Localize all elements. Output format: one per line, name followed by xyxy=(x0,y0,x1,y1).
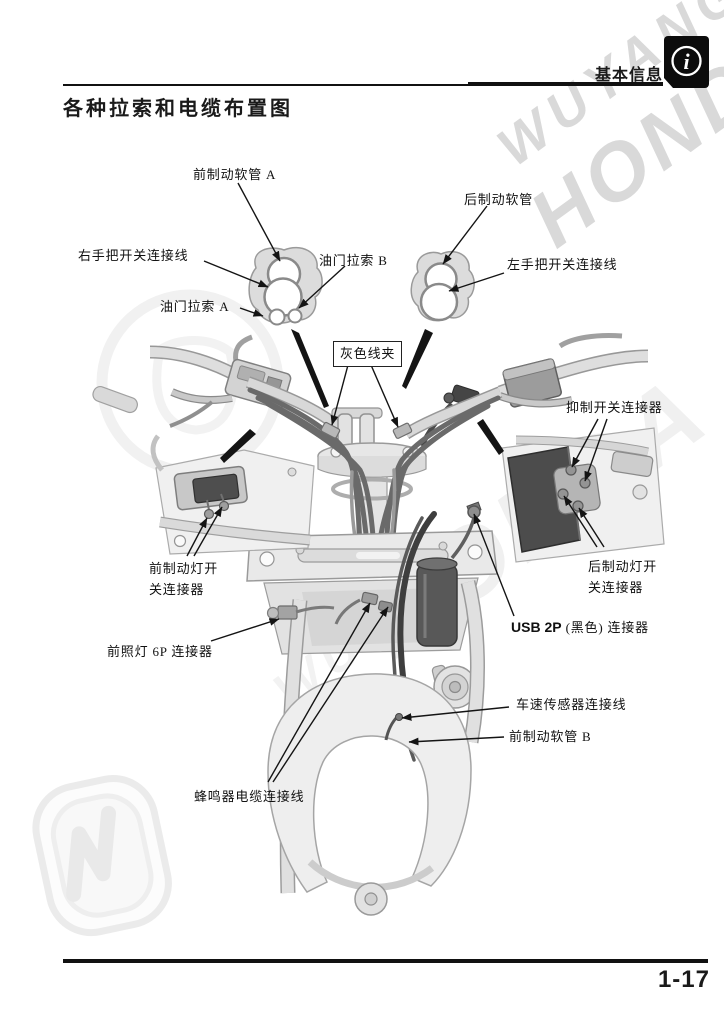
right-switch-housing-assembly xyxy=(419,333,649,448)
label-throttle-cable-a: 油门拉索 A xyxy=(160,299,230,314)
label-buzzer-cable-wire: 蜂鸣器电缆连接线 xyxy=(194,789,305,804)
arrow-usb-2p xyxy=(473,513,515,617)
left-switch-housing-assembly xyxy=(149,334,292,428)
label-right-handlebar-switch-wire: 右手把开关连接线 xyxy=(78,248,189,263)
arrow-buzzer-2 xyxy=(272,606,389,783)
arrow-rear-brake-hose xyxy=(442,205,488,265)
pointer-wedge-right-clamp xyxy=(402,329,433,389)
arrow-inhibitor-2 xyxy=(584,418,608,482)
arrow-inhibitor-1 xyxy=(571,418,599,468)
header-rule-thin xyxy=(63,84,663,86)
label-front-brake-hose-b: 前制动软管 B xyxy=(509,729,592,744)
watermark-logo-square-bottom-left xyxy=(32,775,172,937)
cable-bundle xyxy=(247,387,501,564)
headlight-6p-connector-part xyxy=(266,605,335,620)
label-throttle-cable-b: 油门拉索 B xyxy=(319,253,388,268)
arrow-buzzer-1 xyxy=(267,602,371,783)
pointer-wedge-left-clamp xyxy=(291,329,329,408)
horn xyxy=(431,664,477,709)
label-gray-clip: 灰色线夹 xyxy=(333,341,403,367)
arrow-front-brake-hose-b xyxy=(408,736,505,746)
arrow-throttle-cable-a xyxy=(239,307,264,317)
speed-sensor-wire-part xyxy=(384,713,403,741)
canister xyxy=(416,557,458,647)
arrow-gray-clip-left xyxy=(330,364,349,426)
label-rear-brake-light-switch-connector: 后制动灯开 关连接器 xyxy=(588,559,658,595)
arrow-headlight-6p xyxy=(210,618,280,642)
svg-text:i: i xyxy=(683,49,690,74)
label-left-handlebar-switch-wire: 左手把开关连接线 xyxy=(507,257,618,272)
label-rear-brake-hose: 后制动软管 xyxy=(464,192,534,207)
pointer-wedge-right-inset xyxy=(477,419,504,455)
label-front-brake-light-switch-connector: 前制动灯开 关连接器 xyxy=(149,561,219,597)
arrow-front-brake-light-1 xyxy=(186,517,208,557)
arrow-front-brake-hose-a xyxy=(237,182,281,262)
label-headlight-6p-connector: 前照灯 6P 连接器 xyxy=(107,644,213,659)
arrow-gray-clip-right xyxy=(370,364,399,428)
arrow-rear-brake-light-1 xyxy=(563,495,598,548)
rear-brake-inhibitor-inset xyxy=(501,427,665,563)
handlebar-end-stub xyxy=(92,385,138,414)
callout-arrows xyxy=(186,182,608,783)
label-usb-2p-connector: USB 2P (黑色) 连接器 xyxy=(511,619,649,635)
header-rule-thick xyxy=(468,82,663,86)
left-handlebar-clamp-detail xyxy=(248,246,323,326)
page-title: 各种拉索和电缆布置图 xyxy=(63,98,293,120)
pointer-wedges xyxy=(220,329,504,463)
right-handlebar-clamp-detail xyxy=(410,250,475,322)
arrow-rear-brake-light-2 xyxy=(578,507,605,548)
throttle-cable-b-eyelet xyxy=(287,308,303,324)
section-label: 基本信息 xyxy=(594,67,663,84)
info-icon: i xyxy=(664,36,709,88)
arrow-throttle-cable-b xyxy=(298,265,346,309)
label-inhibitor-switch-connector: 抑制开关连接器 xyxy=(566,400,663,415)
pointer-wedge-left-inset xyxy=(220,429,256,463)
arrow-speed-sensor xyxy=(401,706,510,721)
throttle-cable-a-eyelet xyxy=(268,308,286,326)
label-front-brake-hose-a: 前制动软管 A xyxy=(193,167,277,182)
front-brake-master-cylinder-inset xyxy=(150,434,315,555)
footer-rule xyxy=(63,959,708,963)
front-forks-and-fender xyxy=(267,580,485,916)
arrow-left-handlebar-switch-wire xyxy=(448,272,505,292)
arrow-front-brake-light-2 xyxy=(193,506,223,557)
gray-cable-clips xyxy=(320,421,413,439)
label-speed-sensor-wire: 车速传感器连接线 xyxy=(516,697,627,712)
page-number: 1-17 xyxy=(657,966,710,993)
arrow-right-handlebar-switch-wire xyxy=(203,260,269,288)
